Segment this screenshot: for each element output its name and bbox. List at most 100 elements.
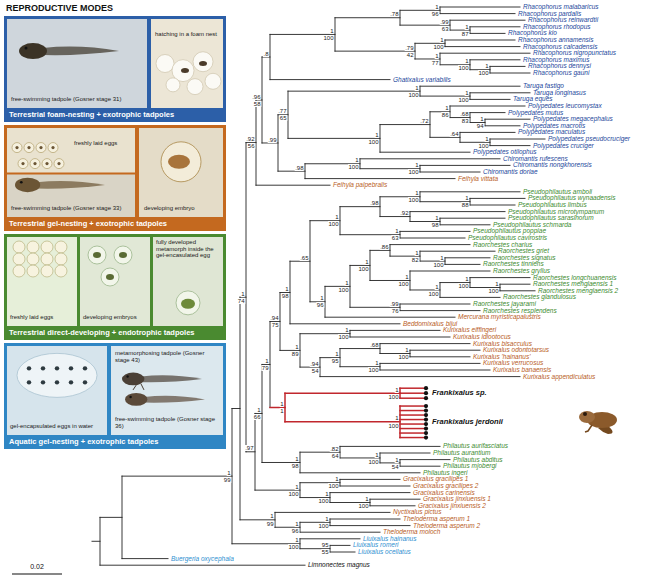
foam-bubble [187, 79, 203, 95]
support-value: 54 [311, 368, 319, 374]
support-value: 1 [495, 281, 499, 287]
tree-branch [330, 519, 400, 520]
photo-ground [7, 346, 107, 435]
label-holder: 96 [291, 528, 299, 534]
support-value: 1 [435, 4, 439, 10]
panel-heading: Terrestrial direct-developing + endotrop… [7, 326, 223, 340]
tree-branch [410, 350, 411, 357]
label-holder: 1 [465, 58, 469, 64]
tree-branch [275, 512, 276, 527]
support-value: 1 [445, 105, 449, 111]
support-value: 1 [465, 276, 469, 282]
label-holder: 1 [435, 4, 439, 10]
tadpole-eye [20, 181, 23, 184]
tadpole-eye [25, 47, 28, 50]
support-value: 100 [458, 283, 469, 289]
support-value: 1 [435, 215, 439, 221]
support-value: 74 [237, 298, 245, 304]
tree-branch [400, 231, 401, 238]
label-holder: 100 [318, 523, 329, 529]
tree-branch [320, 358, 321, 377]
support-value: 100 [288, 491, 299, 497]
label-holder: 1 [415, 162, 419, 168]
label-holder: 99 [223, 477, 231, 483]
scale-bar [12, 573, 62, 574]
panel-heading: Terrestrial gel-nesting + exotrophic tad… [7, 217, 223, 231]
label-holder: 89 [291, 351, 299, 357]
support-value: 100 [358, 266, 369, 272]
label-holder: 66 [253, 414, 261, 420]
tree-branch [300, 472, 420, 473]
taxon-label: Raorchestes jayarami [473, 301, 536, 307]
tree-branch [262, 57, 263, 143]
tree-branch [490, 73, 530, 74]
support-value: 1 [465, 24, 469, 30]
taxon-label: Gracixalus carinensis [413, 489, 475, 495]
tree-branch [122, 558, 168, 559]
tree-branch [380, 124, 430, 125]
label-holder: Kurixalus bisacculus [473, 340, 532, 346]
tree-branch [470, 27, 471, 34]
tree-branch [330, 552, 355, 553]
taxon-label: Rhacophorus annamensis [518, 37, 594, 43]
label-holder: .68 [370, 342, 379, 348]
support-value: .68 [460, 111, 469, 117]
label-holder: Rhacophorus rhodopus [523, 24, 591, 30]
tree-branch [470, 99, 510, 100]
support-value: .92 [400, 210, 409, 216]
tree-branch [390, 245, 391, 257]
label-holder: 1 [440, 255, 444, 261]
tree-branch [400, 405, 424, 407]
tree-branch [300, 522, 301, 532]
tree-branch [490, 66, 525, 67]
tree-branch [450, 20, 525, 21]
taxon-label: Raorchestes charius [473, 241, 532, 247]
label-holder: 100 [408, 169, 419, 175]
egg [30, 159, 40, 169]
taxon-label: Mercurana myristicapalustris [458, 314, 541, 320]
support-value: 100 [408, 92, 419, 98]
caption-holder: fully developed metamorph inside the gel… [155, 239, 221, 261]
label-holder: 100 [338, 334, 349, 340]
support-value: .65 [300, 255, 309, 261]
tree-branch [440, 13, 515, 14]
label-holder: Polypedates maculatus [518, 129, 585, 135]
tree-branch [440, 218, 441, 225]
tree-branch [262, 364, 263, 462]
taxon-label: Polypedates pseudocruciger [548, 136, 630, 142]
caption-holder: free-swimming tadpole (Gosner stage 31) [10, 87, 144, 105]
tree-branch [490, 139, 491, 146]
tree-branch [310, 221, 311, 302]
tree-branch [340, 446, 440, 447]
label-holder: 100 [458, 283, 469, 289]
label-holder: 100 [318, 498, 329, 504]
label-holder: 100 [488, 288, 499, 294]
label-holder: 1 [465, 276, 469, 282]
label-holder: Rhacophorus calcadensis [523, 43, 597, 49]
support-value: 100 [328, 483, 339, 489]
tree-branch [410, 212, 411, 222]
label-holder: Kurixalus appendiculatus [523, 373, 595, 379]
taxon-label: Chiromantis doriae [483, 169, 538, 175]
foam-bubble [193, 52, 213, 72]
photo-area: freshly laid eggsdeveloping embryofree-s… [7, 128, 223, 217]
tadpole-eye [129, 396, 131, 398]
taxon-label: Rhacophorus malabaricus [523, 4, 599, 10]
label-holder: 1 [485, 136, 489, 142]
label-holder: 100 [368, 459, 379, 465]
label-holder: Raorchestes jayarami [473, 301, 536, 307]
tree-branches [92, 7, 545, 565]
taxon-label: Pseudophilautus sarasinorum [508, 215, 594, 221]
label-holder: 95 [321, 542, 329, 548]
taxon-label: Taruga longinasus [533, 90, 586, 96]
label-holder: Philautus abditus [453, 456, 503, 462]
tree-branch [350, 330, 440, 331]
support-value: 63 [441, 26, 449, 32]
foam-bubble [156, 55, 174, 73]
taxon-label: Polypedates maculatus [518, 129, 585, 135]
tree-branch [100, 517, 101, 565]
label-holder: .79 [405, 45, 414, 51]
tree-branch [320, 376, 520, 377]
label-holder: 1 [465, 24, 469, 30]
label-holder: 1 [375, 132, 379, 138]
